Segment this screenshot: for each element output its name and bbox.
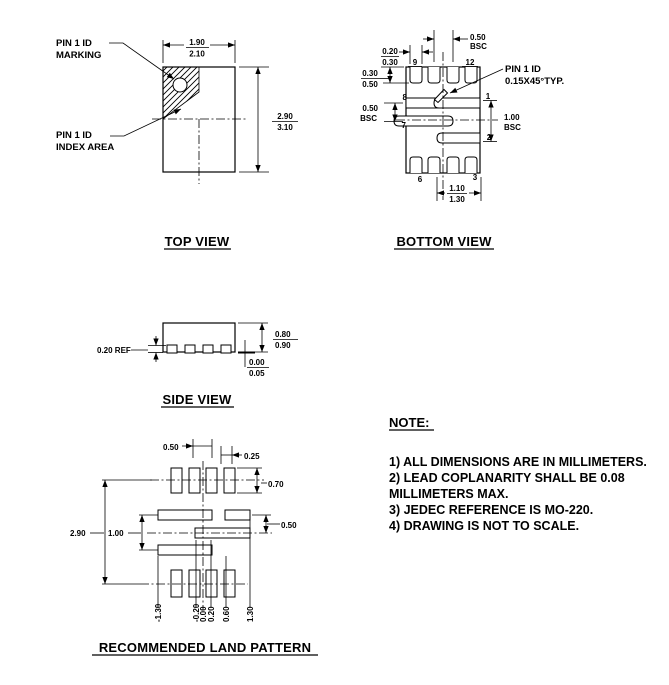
note-heading: NOTE: xyxy=(389,415,429,430)
pin-number-1: 1 xyxy=(486,92,491,101)
dim-body-height: 2.90 3.10 xyxy=(239,66,298,173)
dim-width-max: 2.10 xyxy=(189,50,205,59)
side-view-leads xyxy=(166,344,232,354)
dim-lead-thickness: 0.20 REF xyxy=(97,336,166,362)
dim-lead-width-min: 0.20 xyxy=(382,47,398,56)
x-coord-0: -1.30 xyxy=(154,603,163,622)
dim-lead-width: 0.20 0.30 xyxy=(381,45,433,67)
dim-side-pitch-left-suffix: BSC xyxy=(360,114,377,123)
bottom-view: 9 12 8 7 1 2 6 3 0.50 BSC 0.20 0.30 xyxy=(360,30,564,250)
dim-body-width: 1.90 2.10 xyxy=(162,38,236,63)
note-line-2: 2) LEAD COPLANARITY SHALL BE 0.08 xyxy=(389,471,625,485)
dim-side-pitch-right-value: 1.00 xyxy=(504,113,520,122)
note-line-3: MILLIMETERS MAX. xyxy=(389,487,508,501)
pin1-id-label-line2: 0.15X45°TYP. xyxy=(505,76,564,87)
dim-height-min: 2.90 xyxy=(277,112,293,121)
dim-lead-length-max: 0.50 xyxy=(362,80,378,89)
dim-land-side-offset: 0.50 xyxy=(252,514,297,533)
note-line-1: 1) ALL DIMENSIONS ARE IN MILLIMETERS. xyxy=(389,455,647,469)
pin1-index-leader xyxy=(110,108,182,137)
top-view-title: TOP VIEW xyxy=(165,234,230,249)
x-coord-5: 1.30 xyxy=(246,606,255,622)
dim-land-side-offset-value: 0.50 xyxy=(281,521,297,530)
x-coord-1: -0.20 xyxy=(192,603,201,622)
land-pattern-title: RECOMMENDED LAND PATTERN xyxy=(99,640,311,655)
pin1-index-label-line1: PIN 1 ID xyxy=(56,130,92,141)
pin-number-6: 6 xyxy=(418,175,423,184)
pin-number-9: 9 xyxy=(413,58,418,67)
pin1-id-leader xyxy=(449,68,504,94)
dim-side-pitch-left-value: 0.50 xyxy=(362,104,378,113)
x-coord-3: 0.20 xyxy=(207,606,216,622)
pin1-marking-label-line1: PIN 1 ID xyxy=(56,38,92,49)
x-coord-4: 0.60 xyxy=(222,606,231,622)
dim-land-pad-height: 0.70 xyxy=(237,467,284,494)
dim-package-height-min: 0.80 xyxy=(275,330,291,339)
bottom-leads xyxy=(409,156,478,173)
dim-land-side-pitch: 1.00 xyxy=(108,514,158,551)
dim-land-pad-width: 0.25 xyxy=(220,446,260,464)
dim-land-pad-pitch-value: 0.50 xyxy=(163,443,179,452)
pin1-id-label-line1: PIN 1 ID xyxy=(505,64,541,75)
dim-lead-length-min: 0.30 xyxy=(362,69,378,78)
dim-package-height: 0.80 0.90 xyxy=(238,322,298,353)
dim-side-pitch-right: 1.00 BSC xyxy=(488,100,521,142)
side-view: 0.20 REF 0.80 0.90 0.00 0.05 SIDE VIEW xyxy=(97,322,298,408)
top-view: 1.90 2.10 2.90 3.10 PIN 1 ID MARKING PIN… xyxy=(56,38,298,250)
pin-number-8: 8 xyxy=(403,93,408,102)
note-line-4: 3) JEDEC REFERENCE IS MO-220. xyxy=(389,503,593,517)
dim-width-min: 1.90 xyxy=(189,38,205,47)
dim-lead-width-max: 0.30 xyxy=(382,58,398,67)
land-side-pads xyxy=(157,509,251,556)
dim-standoff-max: 0.05 xyxy=(249,369,265,378)
dim-pad-length-min: 1.10 xyxy=(449,184,465,193)
dim-land-pad-pitch: 0.50 xyxy=(163,439,213,458)
dim-land-pad-width-value: 0.25 xyxy=(244,452,260,461)
land-coordinate-lines xyxy=(157,520,251,607)
pin-number-3: 3 xyxy=(473,173,478,182)
pin1-index-label-line2: INDEX AREA xyxy=(56,142,114,153)
dim-land-pad-height-value: 0.70 xyxy=(268,480,284,489)
pin1-marking-leader xyxy=(109,42,175,80)
land-x-coordinates: -1.30 -0.20 0.00 0.20 0.60 1.30 xyxy=(154,603,255,622)
dim-height-max: 3.10 xyxy=(277,123,293,132)
dim-standoff-min: 0.00 xyxy=(249,358,265,367)
dim-lead-length: 0.30 0.50 xyxy=(361,66,409,89)
dim-lead-pitch: 0.50 BSC xyxy=(423,30,487,62)
dim-side-pitch-left: 0.50 BSC xyxy=(360,102,403,123)
side-view-title: SIDE VIEW xyxy=(163,392,233,407)
pad-pin2 xyxy=(436,132,481,144)
land-top-pads xyxy=(170,467,236,494)
note-line-5: 4) DRAWING IS NOT TO SCALE. xyxy=(389,519,579,533)
note-section: NOTE: 1) ALL DIMENSIONS ARE IN MILLIMETE… xyxy=(389,415,647,533)
x-coord-2: 0.00 xyxy=(199,606,208,622)
land-pattern: 0.50 0.25 0.70 0.50 xyxy=(70,439,318,656)
dim-pad-length: 1.10 1.30 xyxy=(436,177,482,204)
pin1-chamfer-mark xyxy=(433,88,449,104)
bottom-view-title: BOTTOM VIEW xyxy=(396,234,492,249)
dim-standoff: 0.00 0.05 xyxy=(238,340,269,378)
dim-pad-length-max: 1.30 xyxy=(449,195,465,204)
dim-package-height-max: 0.90 xyxy=(275,341,291,350)
dim-land-overall-value: 2.90 xyxy=(70,529,86,538)
land-bottom-pads xyxy=(170,569,236,598)
dim-lead-pitch-value: 0.50 xyxy=(470,33,486,42)
dim-side-pitch-right-suffix: BSC xyxy=(504,123,521,132)
pin-number-12: 12 xyxy=(466,58,475,67)
pin-number-7: 7 xyxy=(402,121,407,130)
pin1-index-hatch-area xyxy=(162,66,200,120)
pin1-marking-label-line2: MARKING xyxy=(56,50,101,61)
dim-land-overall-height: 2.90 xyxy=(70,479,152,585)
dim-lead-pitch-suffix: BSC xyxy=(470,42,487,51)
dim-land-side-pitch-value: 1.00 xyxy=(108,529,124,538)
dim-lead-thickness-value: 0.20 REF xyxy=(97,346,131,355)
pin1-id-marking-circle xyxy=(172,77,188,93)
top-leads xyxy=(409,67,478,84)
